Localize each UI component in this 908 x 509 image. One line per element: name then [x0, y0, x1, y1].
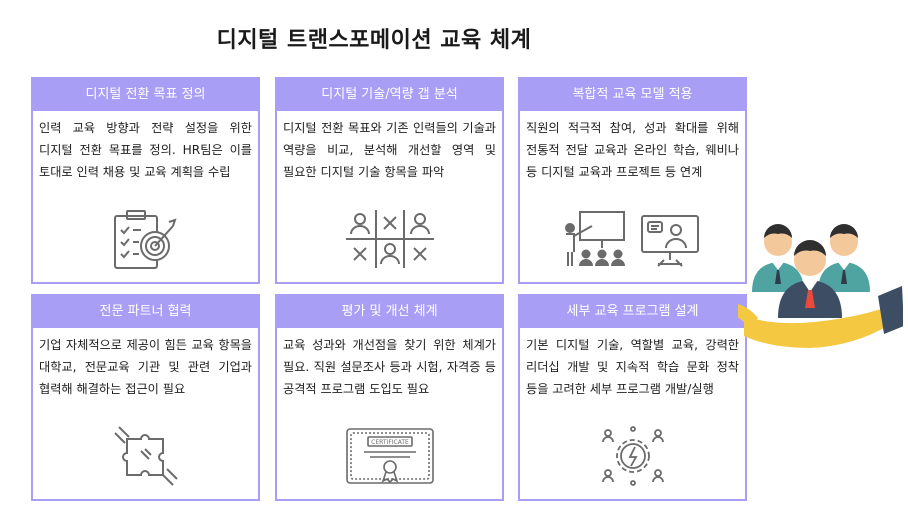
- page-title: 디지털 트랜스포메이션 교육 체계: [216, 28, 532, 53]
- card-evaluation: 평가 및 개선 체계 교육 성과와 개선점을 찾기 위한 체계가 필요. 직원 …: [275, 294, 504, 501]
- card-heading: 세부 교육 프로그램 설계: [520, 296, 745, 328]
- certificate-label: CERTIFICATE: [371, 439, 409, 446]
- certificate-icon: CERTIFICATE: [277, 425, 502, 487]
- card-program-design: 세부 교육 프로그램 설계 기본 디지털 기술, 역할별 교육, 강력한 리더십…: [518, 294, 747, 501]
- card-heading: 전문 파트너 협력: [33, 296, 258, 328]
- hand-holding-team-icon: [730, 220, 904, 379]
- card-heading: 복합적 교육 모델 적용: [520, 79, 745, 111]
- card-body: 직원의 적극적 참여, 성과 확대를 위해 전통적 전달 교육과 온라인 학습,…: [526, 121, 739, 179]
- team-gear-icon: [520, 425, 745, 487]
- card-heading: 평가 및 개선 체계: [277, 296, 502, 328]
- card-body: 기업 자체적으로 제공이 힘든 교육 항목을 대학교, 전문교육 기관 및 관련…: [39, 338, 252, 396]
- people-grid-icon: [277, 208, 502, 270]
- card-heading: 디지털 전환 목표 정의: [33, 79, 258, 111]
- classroom-icon: [520, 208, 745, 270]
- card-body: 교육 성과와 개선점을 찾기 위한 체계가 필요. 직원 설문조사 등과 시험,…: [283, 338, 496, 396]
- card-body: 디지털 전환 목표와 기존 인력들의 기술과 역량을 비교, 분석해 개선할 영…: [283, 121, 496, 179]
- card-body: 인력 교육 방향과 전략 설정을 위한 디지털 전환 목표를 정의. HR팀은 …: [39, 121, 252, 179]
- card-gap-analysis: 디지털 기술/역량 갭 분석 디지털 전환 목표와 기존 인력들의 기술과 역량…: [275, 77, 504, 284]
- card-partner: 전문 파트너 협력 기업 자체적으로 제공이 힘든 교육 항목을 대학교, 전문…: [31, 294, 260, 501]
- card-goal-definition: 디지털 전환 목표 정의 인력 교육 방향과 전략 설정을 위한 디지털 전환 …: [31, 77, 260, 284]
- puzzle-hands-icon: [33, 425, 258, 487]
- card-blended-model: 복합적 교육 모델 적용 직원의 적극적 참여, 성과 확대를 위해 전통적 전…: [518, 77, 747, 284]
- card-heading: 디지털 기술/역량 갭 분석: [277, 79, 502, 111]
- card-body: 기본 디지털 기술, 역할별 교육, 강력한 리더십 개발 및 지속적 학습 문…: [526, 338, 739, 396]
- target-clipboard-icon: [33, 208, 258, 270]
